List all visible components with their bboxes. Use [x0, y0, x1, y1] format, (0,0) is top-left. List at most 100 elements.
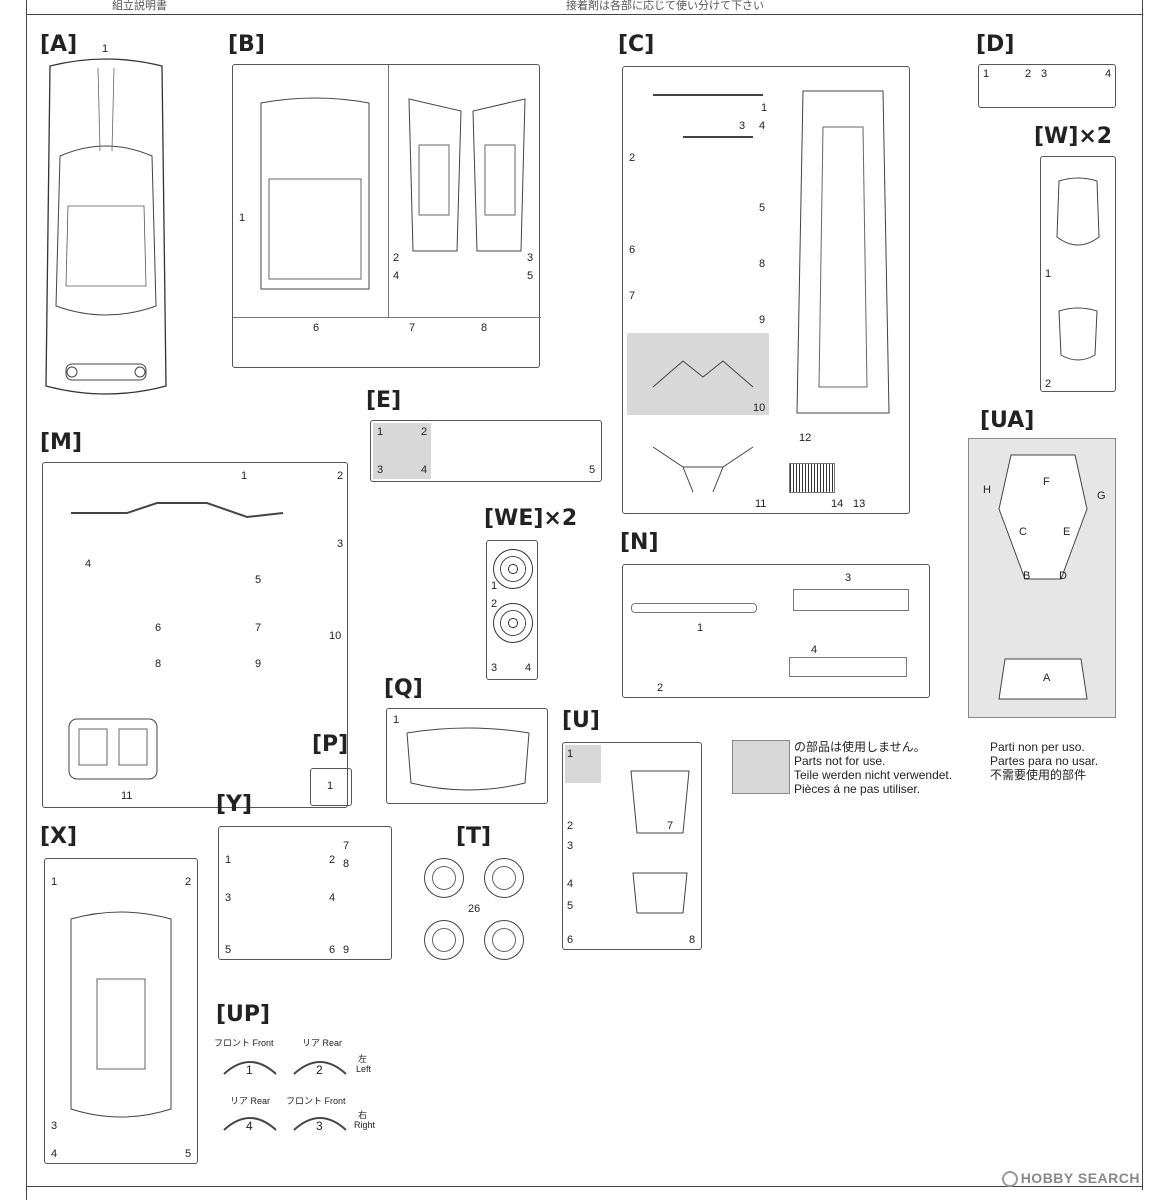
ua-letter-c: C [1019, 526, 1027, 538]
legend-de: Teile werden nicht verwendet. [794, 768, 953, 782]
up-part-2-name: リア Rear [302, 1038, 343, 1048]
sprue-c-num-6: 6 [629, 244, 636, 256]
bottom-border [26, 1186, 1142, 1187]
sprue-b-num-7: 7 [409, 322, 416, 334]
sprue-e-num-3: 3 [377, 464, 384, 476]
sprue-w-num-2: 2 [1045, 378, 1052, 390]
ua-letter-b: B [1023, 570, 1031, 582]
sprue-y-num-4: 4 [329, 892, 336, 904]
sprue-b-num-3: 3 [527, 252, 534, 264]
legend-jp: の部品は使用しません。 [794, 740, 926, 754]
header-right-text: 接着剤は各部に応じて使い分けて下さい [566, 0, 764, 12]
sprue-we-num-2: 2 [491, 598, 498, 610]
legend-swatch [732, 740, 790, 794]
sprue-d-num-1: 1 [983, 68, 990, 80]
sprue-c-num-12: 12 [799, 432, 812, 444]
sprue-m-num-9: 9 [255, 658, 262, 670]
sprue-p-label: [P] [312, 732, 349, 757]
tire-1 [424, 858, 464, 898]
unused-part-area [627, 333, 769, 415]
sprue-u-num-7: 7 [667, 820, 674, 832]
sprue-m-num-8: 8 [155, 658, 162, 670]
sprue-b-num-6: 6 [313, 322, 320, 334]
sprue-y-label: [Y] [216, 792, 253, 817]
tire-4 [484, 920, 524, 960]
sprue-c-num-7: 7 [629, 290, 636, 302]
up-right-jp: 右 [358, 1110, 368, 1120]
sprue-e-frame: 1 2 3 4 5 [370, 420, 602, 482]
sprue-u-num-3: 3 [567, 840, 574, 852]
sprue-c-label: [C] [618, 32, 655, 57]
sprue-y-num-1: 1 [225, 854, 232, 866]
sprue-we-label: [WE]×2 [484, 506, 578, 531]
fender-flares-bottom [223, 1117, 347, 1131]
sprue-q-frame: 1 [386, 708, 548, 804]
sprue-e-label: [E] [366, 388, 402, 413]
sprue-m-num-1: 1 [241, 470, 248, 482]
sprue-we-num-3: 3 [491, 662, 498, 674]
sprue-p-num-1: 1 [327, 780, 334, 792]
sprue-m-label: [M] [40, 430, 83, 455]
sprue-m-num-5: 5 [255, 574, 262, 586]
sprue-c-num-3: 3 [739, 120, 746, 132]
header-left-text: 組立説明書 [112, 0, 167, 12]
sprue-c-num-5: 5 [759, 202, 766, 214]
sprue-u-num-1: 1 [567, 748, 574, 760]
body-part-drawing [45, 58, 167, 395]
sprue-c-num-1: 1 [761, 102, 768, 114]
sprue-e-num-4: 4 [421, 464, 428, 476]
legend-col-1: の部品は使用しません。 Parts not for use. Teile wer… [794, 740, 952, 796]
sprue-t-num-26: 26 [468, 903, 481, 915]
sprue-x-num-5: 5 [185, 1148, 192, 1160]
legend-zh: 不需要使用的部件 [990, 768, 1087, 782]
sprue-d-num-4: 4 [1105, 68, 1112, 80]
sprue-c-num-10: 10 [753, 402, 766, 414]
sprue-b-num-8: 8 [481, 322, 488, 334]
ua-letter-g: G [1097, 490, 1106, 502]
sprue-p-frame: 1 [310, 768, 352, 806]
hobby-search-logo-icon [1001, 1171, 1018, 1188]
sprue-e-num-2: 2 [421, 426, 428, 438]
sprue-w-label: [W]×2 [1034, 124, 1113, 149]
up-num-2: 2 [316, 1063, 323, 1077]
legend-es: Partes para no usar. [990, 754, 1099, 768]
sprue-y-num-8: 8 [343, 858, 350, 870]
sprue-u-num-6: 6 [567, 934, 574, 946]
sprue-m-frame: 1 2 3 4 5 6 7 8 9 10 11 [42, 462, 348, 808]
sprue-m-num-2: 2 [337, 470, 344, 482]
sprue-e-num-1: 1 [377, 426, 384, 438]
up-right-en: Right [354, 1120, 376, 1130]
ua-letter-e: E [1063, 526, 1071, 538]
legend-fr: Pièces á ne pas utiliser. [794, 782, 921, 796]
sprue-c-num-11: 11 [755, 498, 767, 510]
sprue-y-num-9: 9 [343, 944, 350, 956]
sprue-d-label: [D] [976, 32, 1015, 57]
sprue-n-label: [N] [620, 530, 659, 555]
legend-col-2: Parti non per uso. Partes para no usar. … [990, 740, 1098, 782]
sprue-we-num-1: 1 [491, 580, 498, 592]
sprue-b-num-1: 1 [239, 212, 246, 224]
sprue-d-num-3: 3 [1041, 68, 1048, 80]
up-num-1: 1 [246, 1063, 253, 1077]
sprue-w-frame: 1 2 [1040, 156, 1116, 392]
sprue-b-label: [B] [228, 32, 265, 57]
sprue-x-label: [X] [40, 824, 78, 849]
sprue-y-frame: 1 2 3 4 5 6 7 8 9 [218, 826, 392, 960]
legend-en: Parts not for use. [794, 754, 886, 768]
right-border [1142, 0, 1143, 1190]
sprue-c-num-13: 13 [853, 498, 866, 510]
sprue-u-num-4: 4 [567, 878, 574, 890]
sprue-n-num-2: 2 [657, 682, 664, 694]
sprue-x-num-3: 3 [51, 1120, 58, 1132]
sprue-c-num-14: 14 [831, 498, 844, 510]
sprue-c-num-8: 8 [759, 258, 766, 270]
sprue-m-num-10: 10 [329, 630, 342, 642]
up-part-4-name: リア Rear [230, 1096, 271, 1106]
sprue-q-label: [Q] [384, 676, 423, 701]
sprue-a-num-1: 1 [102, 43, 109, 55]
sprue-ua-label: [UA] [980, 408, 1035, 433]
sprue-d-frame: 1 2 3 4 [978, 64, 1116, 108]
sprue-b-num-2: 2 [393, 252, 400, 264]
sprue-c-num-9: 9 [759, 314, 766, 326]
